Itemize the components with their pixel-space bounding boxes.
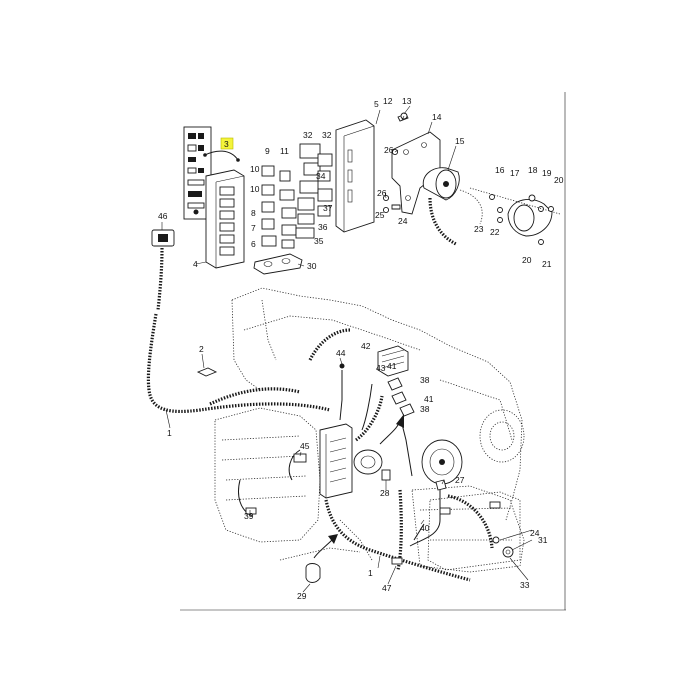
connector-wire-3 [203, 150, 240, 162]
callout-47: 47 [382, 583, 392, 593]
callout-24b: 24 [530, 528, 540, 538]
callout-1a: 1 [167, 428, 172, 438]
cables [238, 328, 494, 582]
callout-39: 39 [244, 511, 254, 521]
callout-22: 22 [490, 227, 500, 237]
callout-45: 45 [300, 441, 310, 451]
bolt-24-lower [492, 536, 500, 544]
callout-38b: 38 [420, 404, 430, 414]
callout-29: 29 [297, 591, 307, 601]
alternator [421, 439, 463, 485]
callout-labels: 1 1 2 3 4 5 6 7 8 9 10 10 11 12 13 14 15… [158, 96, 564, 601]
callout-32b: 32 [322, 130, 332, 140]
connector-45 [293, 453, 307, 463]
callout-14: 14 [432, 112, 442, 122]
leader-lines [161, 105, 533, 593]
cable-40 [413, 523, 425, 541]
clip-39 [245, 507, 257, 515]
callout-24a: 24 [398, 216, 408, 226]
frame-lines [180, 92, 566, 611]
callout-26a: 26 [384, 145, 394, 155]
callout-31: 31 [538, 535, 548, 545]
cap-29 [305, 563, 321, 583]
fuse-28 [381, 469, 391, 481]
callout-37: 37 [323, 203, 333, 213]
pointer-arrow-cap [313, 534, 338, 559]
pointer-arrow-fuse [379, 414, 404, 445]
solenoid-15 [422, 167, 483, 246]
callout-15: 15 [455, 136, 465, 146]
mounting-gasket-30 [253, 253, 303, 275]
callout-2: 2 [199, 344, 204, 354]
callout-20b: 20 [522, 255, 532, 265]
callout-41a: 41 [387, 361, 397, 371]
callout-20a: 20 [554, 175, 564, 185]
callout-36: 36 [318, 222, 328, 232]
callout-46: 46 [158, 211, 168, 221]
callout-7: 7 [251, 223, 256, 233]
battery [427, 491, 521, 571]
grommet-33 [502, 546, 514, 558]
connector-46 [151, 229, 175, 247]
callout-17: 17 [510, 168, 520, 178]
callout-11: 11 [280, 146, 289, 156]
battery-terminal-group [377, 345, 415, 417]
callout-12: 12 [383, 96, 393, 106]
fuse-block-main [319, 423, 353, 499]
clip-2 [196, 367, 218, 377]
callout-28: 28 [380, 488, 390, 498]
callout-8: 8 [251, 208, 256, 218]
starter-relay-centre [353, 395, 384, 475]
callout-27: 27 [455, 475, 465, 485]
callout-6: 6 [251, 239, 256, 249]
callout-40: 40 [420, 523, 430, 533]
mounting-bracket-14 [391, 131, 441, 215]
callout-33: 33 [520, 580, 530, 590]
cable-tie-47 [391, 557, 403, 565]
callout-3-highlight [220, 137, 234, 150]
callout-4: 4 [193, 259, 198, 269]
callout-43: 43 [376, 363, 386, 373]
starter-motor-right [469, 187, 561, 245]
clamp-27 [435, 479, 447, 491]
callout-10b: 10 [250, 184, 260, 194]
engine-block [214, 287, 525, 573]
fuse-cover-5 [335, 119, 375, 233]
callout-30: 30 [307, 261, 317, 271]
callout-21: 21 [542, 259, 552, 269]
callout-5: 5 [374, 99, 379, 109]
callout-16: 16 [495, 165, 505, 175]
callout-25: 25 [375, 210, 385, 220]
callout-44: 44 [336, 348, 346, 358]
callout-18: 18 [528, 165, 538, 175]
harness-conduit-1 [146, 247, 331, 414]
callout-1b: 1 [368, 568, 373, 578]
callout-35: 35 [314, 236, 324, 246]
callout-42: 42 [361, 341, 371, 351]
callout-23: 23 [474, 224, 484, 234]
callout-34: 34 [316, 171, 326, 181]
fuse-label-card [183, 126, 212, 220]
relay-cluster [261, 143, 333, 249]
callout-32a: 32 [303, 130, 313, 140]
callout-3: 3 [224, 139, 229, 149]
callout-9: 9 [265, 146, 270, 156]
callout-19: 19 [542, 168, 552, 178]
callout-26b: 26 [377, 188, 387, 198]
callout-10a: 10 [250, 164, 260, 174]
callout-38a: 38 [420, 375, 430, 385]
callout-13: 13 [402, 96, 412, 106]
callout-41b: 41 [424, 394, 434, 404]
fuse-box-4 [205, 169, 245, 269]
